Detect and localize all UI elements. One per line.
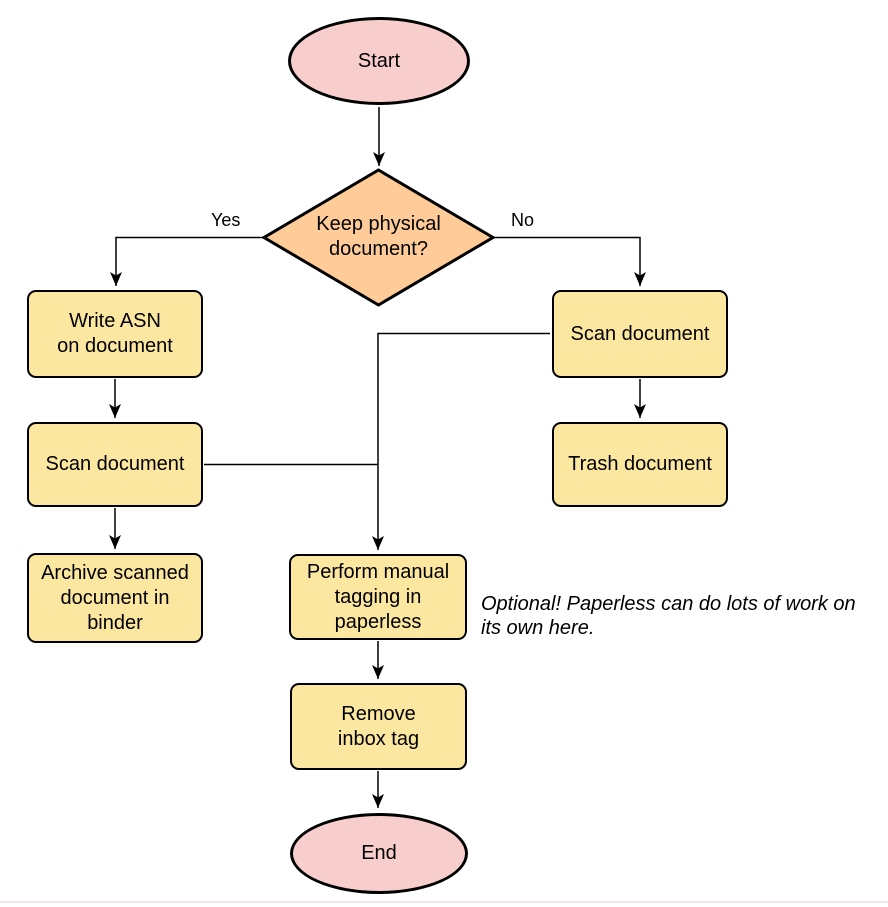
node-end-label: End — [361, 842, 397, 864]
edge-label-no: No — [511, 210, 535, 230]
edge-decision-no-to-scan-right — [494, 236, 646, 286]
node-archive-scanned-document: Archive scanned document in binder — [27, 553, 203, 643]
node-perform-manual-tagging: Perform manual tagging in paperless — [289, 554, 467, 640]
node-end: End — [290, 813, 468, 894]
edge-decision-yes-to-write-asn — [110, 236, 263, 286]
node-scan-document-left: Scan document — [27, 422, 203, 507]
node-write-asn: Write ASN on document — [27, 290, 203, 378]
edge-label-yes: Yes — [211, 210, 241, 230]
node-remove-inbox-tag: Remove inbox tag — [290, 683, 467, 770]
annotation-optional-note: Optional! Paperless can do lots of work … — [481, 593, 856, 639]
node-trash-document: Trash document — [552, 422, 728, 507]
edge-scan-right-to-perform — [372, 332, 550, 550]
decision-diamond-shape — [261, 168, 496, 307]
node-start-label: Start — [357, 49, 401, 72]
bottom-divider-line — [0, 901, 888, 903]
node-scan-document-right: Scan document — [552, 290, 728, 378]
node-decision-label: Keep physical document? — [316, 213, 441, 260]
node-start: Start — [288, 17, 470, 105]
